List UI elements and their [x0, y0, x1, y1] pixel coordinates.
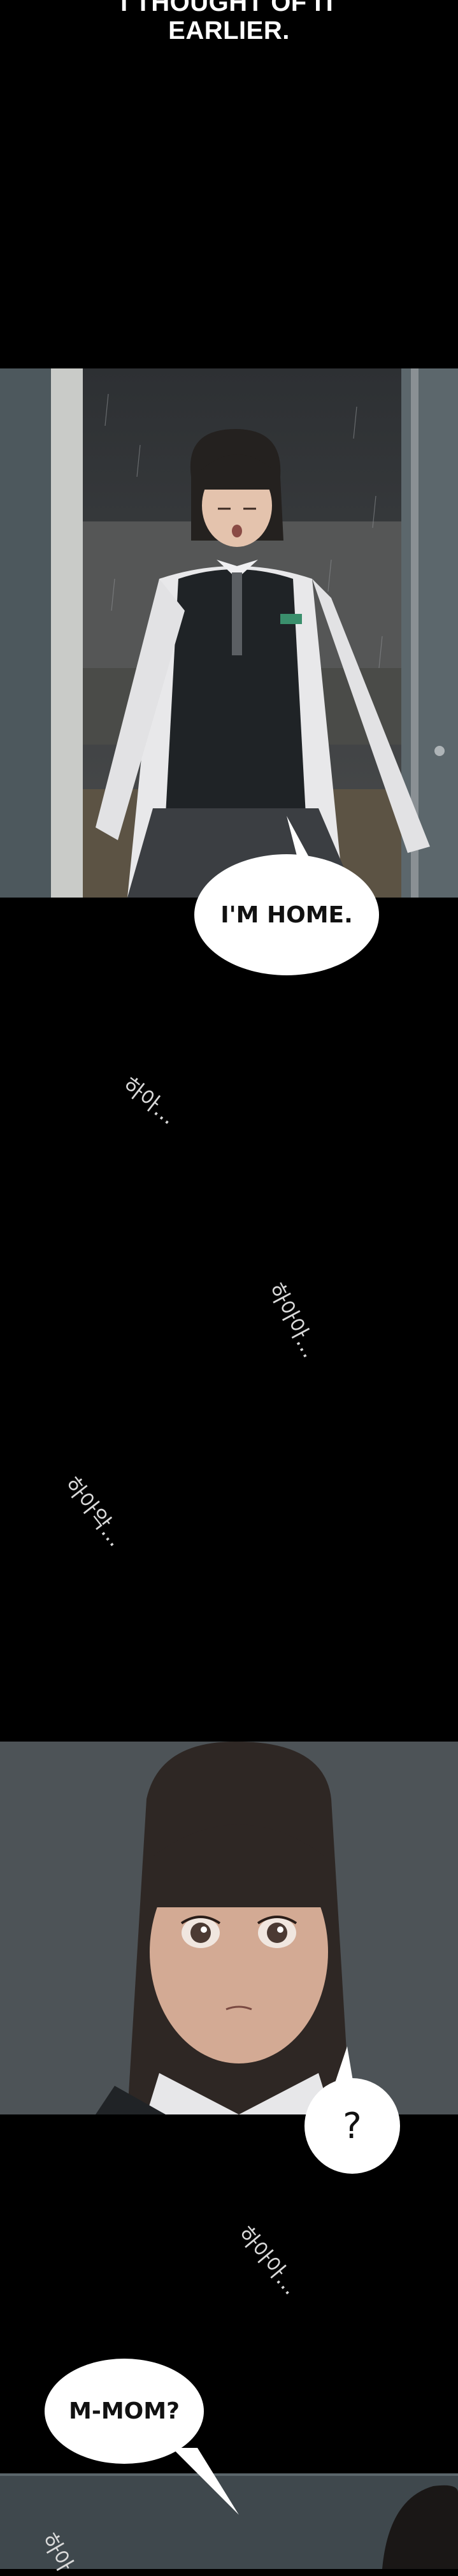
sfx-text-1: 하아... [117, 1072, 182, 1130]
doorway-illustration [0, 368, 458, 898]
closeup-illustration [0, 1742, 458, 2114]
speech-bubble-tail [287, 816, 311, 861]
speech-bubble-home: I'M HOME. [194, 854, 379, 975]
sfx-text-3: 하아악... [59, 1472, 129, 1552]
panel-bottom-room [0, 2473, 458, 2569]
panel-closeup [0, 1742, 458, 2114]
caption-line-1: I THOUGHT OF IT [120, 0, 338, 17]
caption-line-2: EARLIER. [168, 17, 290, 45]
speech-bubble-question: ? [304, 2078, 400, 2174]
speech-bubble-mom: M-MOM? [45, 2359, 204, 2464]
narration-caption: I THOUGHT OF IT EARLIER. [0, 0, 458, 45]
speech-text-question: ? [343, 2105, 362, 2147]
room-illustration [0, 2473, 458, 2569]
panel-doorway [0, 368, 458, 898]
speech-text-home: I'M HOME. [220, 901, 353, 928]
sfx-text-4: 하아아... [232, 2222, 304, 2300]
mom-bubble-tail [172, 2448, 239, 2515]
question-bubble-tail [334, 2046, 354, 2085]
sfx-text-2: 하아아... [262, 1279, 323, 1362]
speech-text-mom: M-MOM? [69, 2398, 180, 2424]
